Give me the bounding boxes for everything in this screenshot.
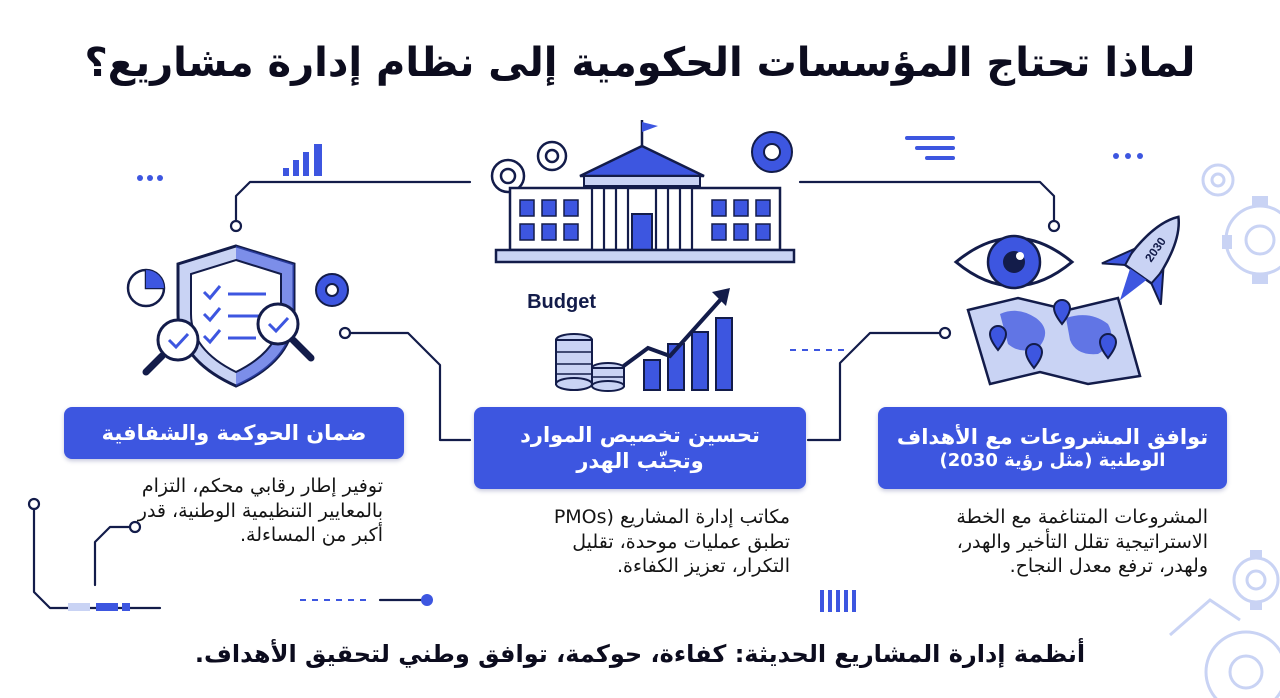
card-alignment-description: المشروعات المتناغمة مع الخطة الاستراتيجي… [956,505,1208,579]
card-alignment-line: المشروعات المتناغمة مع الخطة [956,506,1208,528]
card-alignment-line: ولهدر، ترفع معدل النجاح. [1009,555,1208,578]
card-governance-heading-line1: ضمان الحوكمة والشفافية [101,420,367,445]
card-resources-line: التكرار، تعزيز الكفاءة. [616,555,790,578]
card-alignment-heading-line1: توافق المشروعات مع الأهداف [896,424,1209,449]
card-governance-line: توفير إطار رقابي محكم، التزام [141,475,383,497]
card-resources-heading: تحسين تخصيص الموارد وتجنّب الهدر [474,407,806,489]
card-resources-heading-line2: وتجنّب الهدر [576,449,704,473]
card-resources-line: تطبق عمليات موحدة، تقليل [572,530,790,553]
card-governance-line: أكبر من المساءلة. [239,524,383,547]
card-resources-description: مكاتب إدارة المشاريع (PMOs تطبق عمليات م… [554,505,790,579]
card-governance-line: بالمعايير التنظيمية الوطنية، قدر [137,499,383,522]
card-alignment-heading: توافق المشروعات مع الأهداف الوطنية (مثل … [878,407,1227,489]
card-alignment-line: الاستراتيجية تقلل التأخير والهدر، [956,530,1208,553]
government-building-icon [490,120,796,264]
card-governance-description: توفير إطار رقابي محكم، التزام بالمعايير … [138,474,383,548]
vision-map-rocket-icon: 2030 [953,215,1180,386]
card-resources-line: مكاتب إدارة المشاريع (PMOs [553,506,790,528]
footer-summary: أنظمة إدارة المشاريع الحديثة: كفاءة، حوك… [194,640,1086,668]
card-governance-heading: ضمان الحوكمة والشفافية [64,407,404,459]
page-title: لماذا تحتاج المؤسسات الحكومية إلى نظام إ… [84,40,1196,86]
card-resources-heading-line1: تحسين تخصيص الموارد [520,422,760,447]
budget-growth-icon: Budget [527,288,733,392]
shield-audit-icon [126,244,349,388]
budget-label: Budget [527,291,596,313]
card-alignment-heading-line2: الوطنية (مثل رؤية 2030) [939,449,1166,471]
